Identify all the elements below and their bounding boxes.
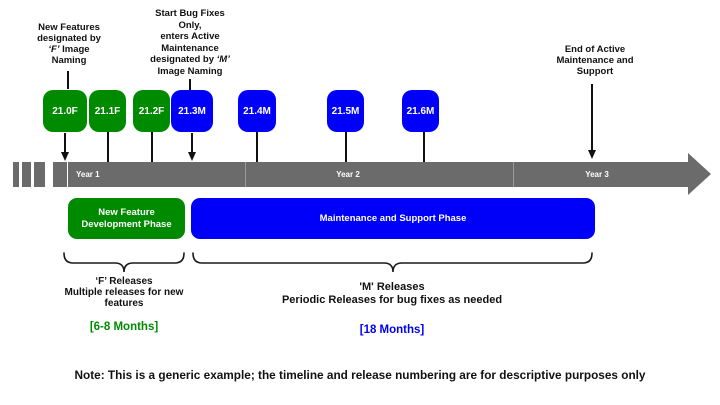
f-naming-stem-line: [67, 71, 69, 89]
callout-m-naming-line4: Maintenance: [161, 42, 219, 54]
callout-f-naming-line2: designated by: [37, 33, 101, 44]
feature-phase-line1: New Feature: [98, 206, 155, 218]
callout-m-naming-line2: Only,: [178, 19, 202, 31]
callout-m-naming-line6: Image Naming: [157, 65, 223, 77]
callout-m-naming-line1: Start Bug Fixes: [155, 8, 225, 19]
callout-f-naming-line1: New Features: [38, 22, 100, 33]
release-box-21-0f: 21.0F: [43, 90, 87, 132]
callout-m-naming-italic: ‘M’: [216, 54, 230, 65]
connector-21-3m-line: [191, 133, 193, 152]
callout-f-naming-line4: Naming: [51, 55, 87, 66]
timeline-dash-4: [53, 162, 67, 187]
end-support-arrowhead-icon: [587, 150, 596, 159]
m-naming-stem-line: [189, 79, 191, 90]
release-label: 21.4M: [243, 105, 271, 117]
timeline-year3-label: Year 3: [585, 170, 609, 179]
maintenance-phase-box: Maintenance and Support Phase: [191, 198, 595, 239]
timeline-year2-label: Year 2: [336, 170, 360, 179]
end-support-arrow-line: [591, 84, 593, 151]
callout-m-naming: Start Bug Fixes Only, enters Active Main…: [130, 8, 250, 77]
release-label: 21.0F: [52, 105, 78, 117]
timeline-year1-year2-divider: [245, 162, 246, 187]
callout-end-support: End of Active Maintenance and Support: [540, 44, 650, 77]
connector-21-6m-line: [423, 132, 425, 162]
connector-21-4m-line: [256, 132, 258, 162]
release-label: 21.1F: [94, 105, 121, 117]
connector-21-0f-line: [64, 133, 66, 152]
callout-m-naming-line5: designated by ‘M’: [130, 54, 250, 66]
feature-phase-label: New Feature Development Phase: [81, 207, 171, 231]
release-box-21-5m: 21.5M: [327, 90, 364, 132]
release-box-21-3m: 21.3M: [171, 90, 213, 132]
timeline-year1-label: Year 1: [76, 170, 100, 179]
m-releases-desc: Periodic Releases for bug fixes as neede…: [281, 293, 503, 306]
timeline-dash-3: [34, 162, 45, 187]
f-duration-label: [6-8 Months]: [89, 321, 159, 333]
timeline-dash-2: [22, 162, 31, 187]
callout-end-support-line2: Maintenance and: [556, 55, 634, 66]
release-label: 21.5M: [331, 105, 360, 117]
connector-21-3m-arrowhead-icon: [187, 152, 196, 161]
release-label: 21.6M: [406, 105, 435, 117]
callout-f-naming-italic: ‘F’: [48, 44, 60, 55]
f-releases-text: ‘F’ Releases Multiple releases for new f…: [24, 276, 224, 309]
feature-phase-line2: Development Phase: [81, 218, 172, 230]
release-label: 21.3M: [178, 105, 206, 117]
callout-f-naming: New Features designated by ‘F’ Image Nam…: [14, 22, 124, 66]
timeline-year2-year3-divider: [513, 162, 514, 187]
release-box-21-4m: 21.4M: [238, 90, 276, 132]
connector-21-1f-line: [106, 132, 109, 162]
feature-phase-box: New Feature Development Phase: [68, 198, 185, 239]
m-releases-brace: [192, 252, 593, 273]
callout-m-naming-line3: enters Active: [160, 31, 220, 42]
connector-21-0f-arrowhead-icon: [60, 152, 69, 161]
f-releases-desc2: features: [104, 297, 144, 309]
f-releases-brace: [63, 252, 185, 273]
callout-end-support-line3: Support: [576, 66, 614, 77]
m-releases-title: 'M' Releases: [359, 281, 425, 293]
f-releases-desc1: Multiple releases for new: [64, 286, 184, 298]
m-releases-text: 'M' Releases Periodic Releases for bug f…: [242, 281, 542, 306]
timeline-bar: [68, 162, 688, 187]
timeline-dash-1: [13, 162, 19, 187]
connector-21-2f-line: [150, 132, 153, 162]
maintenance-phase-label: Maintenance and Support Phase: [319, 212, 467, 224]
callout-f-naming-line3-rest: Image: [59, 44, 90, 55]
m-duration-label: [18 Months]: [359, 324, 425, 336]
release-label: 21.2F: [138, 105, 165, 117]
release-box-21-6m: 21.6M: [402, 90, 439, 132]
note-text: Note: This is a generic example; the tim…: [74, 368, 646, 382]
callout-m-naming-line5-rest: designated by: [150, 54, 217, 65]
callout-f-naming-line3: ‘F’ Image: [14, 44, 124, 55]
connector-21-5m-line: [344, 132, 347, 162]
f-releases-title: ‘F’ Releases: [95, 276, 153, 287]
timeline-arrowhead-icon: [688, 153, 711, 195]
callout-end-support-line1: End of Active: [564, 44, 626, 55]
release-box-21-2f: 21.2F: [133, 90, 170, 132]
release-box-21-1f: 21.1F: [89, 90, 126, 132]
